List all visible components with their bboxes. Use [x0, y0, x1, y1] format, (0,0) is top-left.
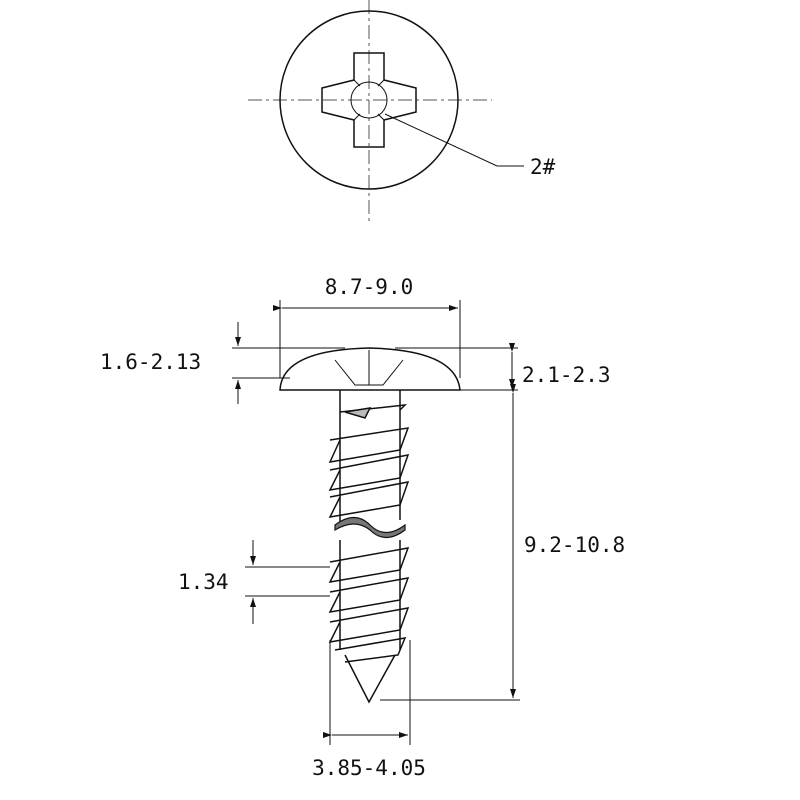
head-diameter-label: 8.7-9.0 — [325, 275, 414, 299]
recess-center — [350, 81, 388, 119]
screw-shank-upper — [339, 390, 401, 525]
top-view: 2# — [248, 0, 556, 225]
screw-length-label: 9.2-10.8 — [524, 533, 625, 557]
screw-shank-lower — [339, 540, 401, 650]
thread-pitch-label: 1.34 — [178, 570, 229, 594]
leader-line — [384, 113, 524, 167]
screw-head — [279, 347, 461, 391]
thread-upper — [328, 404, 410, 518]
drive-size-label: 2# — [530, 155, 556, 179]
head-outline — [279, 10, 459, 190]
head-dome-height-label: 1.6-2.13 — [100, 350, 201, 374]
break-line — [334, 516, 406, 539]
screw-point — [344, 654, 396, 704]
head-height-label: 2.1-2.3 — [522, 363, 611, 387]
side-view: 8.7-9.0 1.6-2.13 2.1-2.3 9.2-10.8 1.34 3… — [100, 275, 625, 780]
thread-diameter-label: 3.85-4.05 — [312, 756, 426, 780]
thread-lower — [328, 547, 410, 663]
